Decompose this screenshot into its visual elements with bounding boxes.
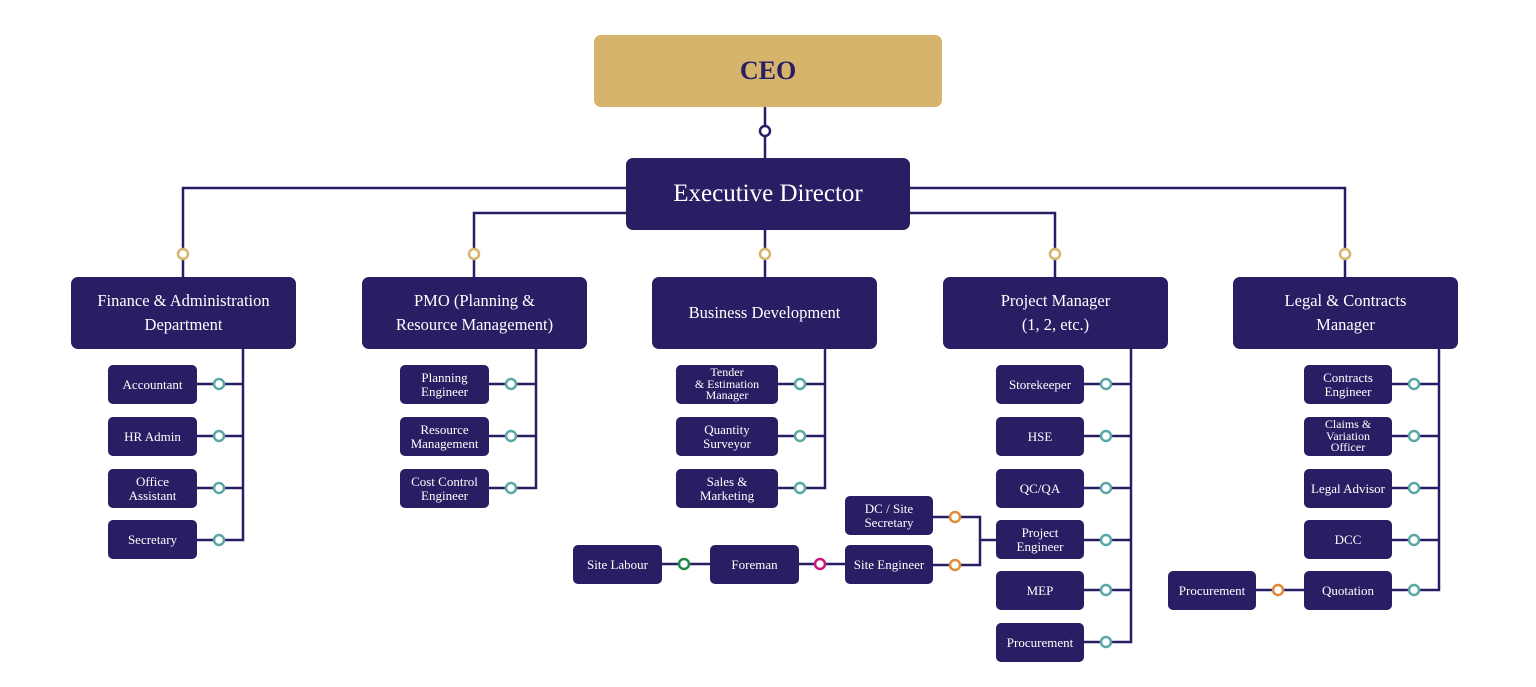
connector-dot: [212, 377, 226, 391]
connector-exec-pm: [908, 211, 1057, 278]
connector-dot: [1407, 429, 1421, 443]
connector-dot: [1407, 481, 1421, 495]
ceo-box[interactable]: CEO: [594, 35, 942, 107]
bracket-project-engineer: [932, 515, 982, 567]
role-sales-marketing[interactable]: Sales & Marketing: [676, 469, 778, 508]
role-hse[interactable]: HSE: [996, 417, 1084, 456]
connector-dot-foreman: [813, 557, 827, 571]
connector-dot: [1099, 635, 1113, 649]
connector-dot-site-engineer: [948, 558, 962, 572]
role-dc-site-secretary[interactable]: DC / Site Secretary: [845, 496, 933, 535]
trunk-bd: [778, 348, 827, 490]
trunk-legal: [1392, 348, 1441, 592]
connector-exec-legal: [908, 186, 1347, 278]
role-claims-variation-officer[interactable]: Claims & Variation Officer: [1304, 417, 1392, 456]
connector-dot: [1099, 481, 1113, 495]
connector-dot: [1099, 583, 1113, 597]
connector-dot: [1099, 377, 1113, 391]
connector-dot: [793, 481, 807, 495]
role-dcc[interactable]: DCC: [1304, 520, 1392, 559]
connector-dot: [1407, 377, 1421, 391]
role-procurement-legal[interactable]: Procurement: [1168, 571, 1256, 610]
trunk-finance: [197, 348, 245, 542]
connector-dot: [1407, 583, 1421, 597]
connector-dot-dc-secretary: [948, 510, 962, 524]
connector-dot: [212, 429, 226, 443]
connector-dot-pmo: [467, 247, 481, 261]
connector-dot: [504, 481, 518, 495]
role-quantity-surveyor[interactable]: Quantity Surveyor: [676, 417, 778, 456]
connector-dot: [793, 429, 807, 443]
role-foreman[interactable]: Foreman: [710, 545, 799, 584]
dept-business-development[interactable]: Business Development: [652, 277, 877, 349]
role-mep[interactable]: MEP: [996, 571, 1084, 610]
role-contracts-engineer[interactable]: Contracts Engineer: [1304, 365, 1392, 404]
role-site-engineer[interactable]: Site Engineer: [845, 545, 933, 584]
role-accountant[interactable]: Accountant: [108, 365, 197, 404]
connector-dot: [212, 533, 226, 547]
connector-dot: [504, 377, 518, 391]
connector-exec-pmo: [472, 211, 628, 278]
connector-dot: [793, 377, 807, 391]
dept-pmo[interactable]: PMO (Planning & Resource Management): [362, 277, 587, 349]
dept-legal-contracts[interactable]: Legal & Contracts Manager: [1233, 277, 1458, 349]
role-resource-management[interactable]: Resource Management: [400, 417, 489, 456]
connector-dot: [504, 429, 518, 443]
connector-dot-bd: [758, 247, 772, 261]
role-secretary[interactable]: Secretary: [108, 520, 197, 559]
connector-dot: [212, 481, 226, 495]
role-storekeeper[interactable]: Storekeeper: [996, 365, 1084, 404]
role-cost-control-engineer[interactable]: Cost Control Engineer: [400, 469, 489, 508]
connector-dot-procurement: [1271, 583, 1285, 597]
dept-project-manager[interactable]: Project Manager (1, 2, etc.): [943, 277, 1168, 349]
role-procurement-pm[interactable]: Procurement: [996, 623, 1084, 662]
role-legal-advisor[interactable]: Legal Advisor: [1304, 469, 1392, 508]
dept-finance[interactable]: Finance & Administration Department: [71, 277, 296, 349]
role-hr-admin[interactable]: HR Admin: [108, 417, 197, 456]
connector-dot-pm: [1048, 247, 1062, 261]
connector-dot: [1407, 533, 1421, 547]
connector-dot-site-labour: [677, 557, 691, 571]
connector-dot: [1099, 429, 1113, 443]
role-quotation[interactable]: Quotation: [1304, 571, 1392, 610]
connector-dot-finance: [176, 247, 190, 261]
connector-dot-ceo: [758, 124, 772, 138]
role-planning-engineer[interactable]: Planning Engineer: [400, 365, 489, 404]
role-site-labour[interactable]: Site Labour: [573, 545, 662, 584]
role-project-engineer[interactable]: Project Engineer: [996, 520, 1084, 559]
connector-exec-finance: [181, 186, 628, 278]
trunk-pmo: [489, 348, 538, 490]
executive-director-box[interactable]: Executive Director: [626, 158, 910, 230]
trunk-pm: [1084, 348, 1133, 644]
role-tender-estimation-manager[interactable]: Tender & Estimation Manager: [676, 365, 778, 404]
connector-dot-legal: [1338, 247, 1352, 261]
role-qc-qa[interactable]: QC/QA: [996, 469, 1084, 508]
role-office-assistant[interactable]: Office Assistant: [108, 469, 197, 508]
connector-dot: [1099, 533, 1113, 547]
